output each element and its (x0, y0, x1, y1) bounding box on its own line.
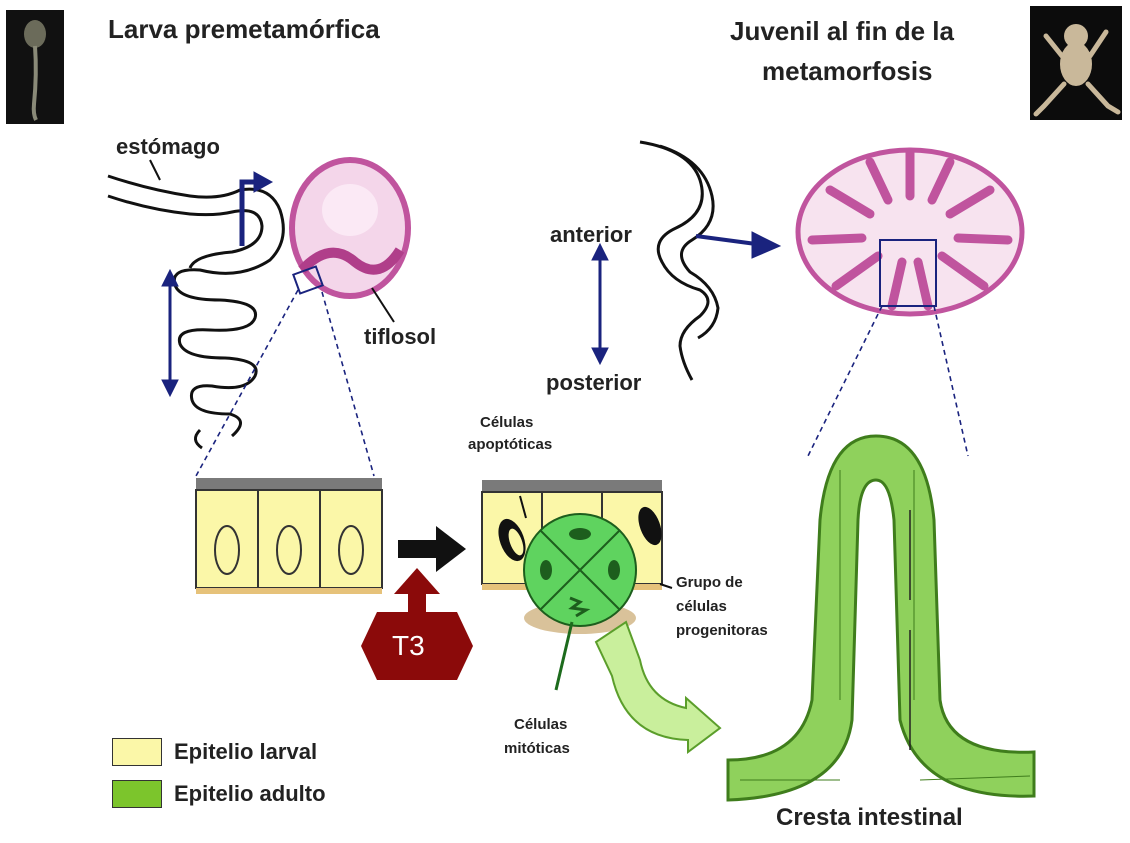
larval-intestine (108, 176, 283, 448)
growth-arrow (596, 622, 720, 752)
label-mitoticas-2: mitóticas (504, 740, 570, 757)
legend-label-larval: Epitelio larval (174, 739, 317, 765)
label-progenitoras-3: progenitoras (676, 622, 768, 639)
stomach-leader (150, 160, 160, 180)
label-tiflosol: tiflosol (364, 324, 436, 350)
label-mitoticas-1: Células (514, 716, 567, 733)
legend-item-adult: Epitelio adulto (112, 780, 326, 808)
transformation-arrow (398, 526, 466, 572)
larval-cross-section (292, 160, 408, 296)
label-progenitoras-1: Grupo de (676, 574, 743, 591)
larval-zoom-lines (196, 290, 374, 476)
label-anterior: anterior (550, 222, 632, 248)
juvenile-section-arrow (696, 232, 780, 258)
label-apoptoticas-2: apoptóticas (468, 436, 552, 453)
label-apoptoticas-1: Células (480, 414, 533, 431)
juvenile-cross-section (798, 150, 1022, 314)
legend-swatch-adult (112, 780, 162, 808)
label-cresta: Cresta intestinal (776, 804, 963, 832)
juvenile-zoom-lines (808, 306, 968, 456)
label-t3: T3 (392, 630, 425, 662)
intestinal-crest (728, 436, 1034, 800)
juvenile-length-arrow (592, 244, 608, 364)
tiflosol-leader (372, 288, 394, 322)
larval-section-arrow (242, 172, 272, 246)
legend-swatch-larval (112, 738, 162, 766)
label-progenitoras-2: células (676, 598, 727, 615)
label-posterior: posterior (546, 370, 641, 396)
juvenile-intestine (640, 142, 718, 380)
legend-item-larval: Epitelio larval (112, 738, 317, 766)
transforming-epithelium (482, 480, 672, 690)
label-estomago: estómago (116, 134, 220, 160)
legend-label-adult: Epitelio adulto (174, 781, 326, 807)
larval-epithelium (196, 478, 382, 594)
